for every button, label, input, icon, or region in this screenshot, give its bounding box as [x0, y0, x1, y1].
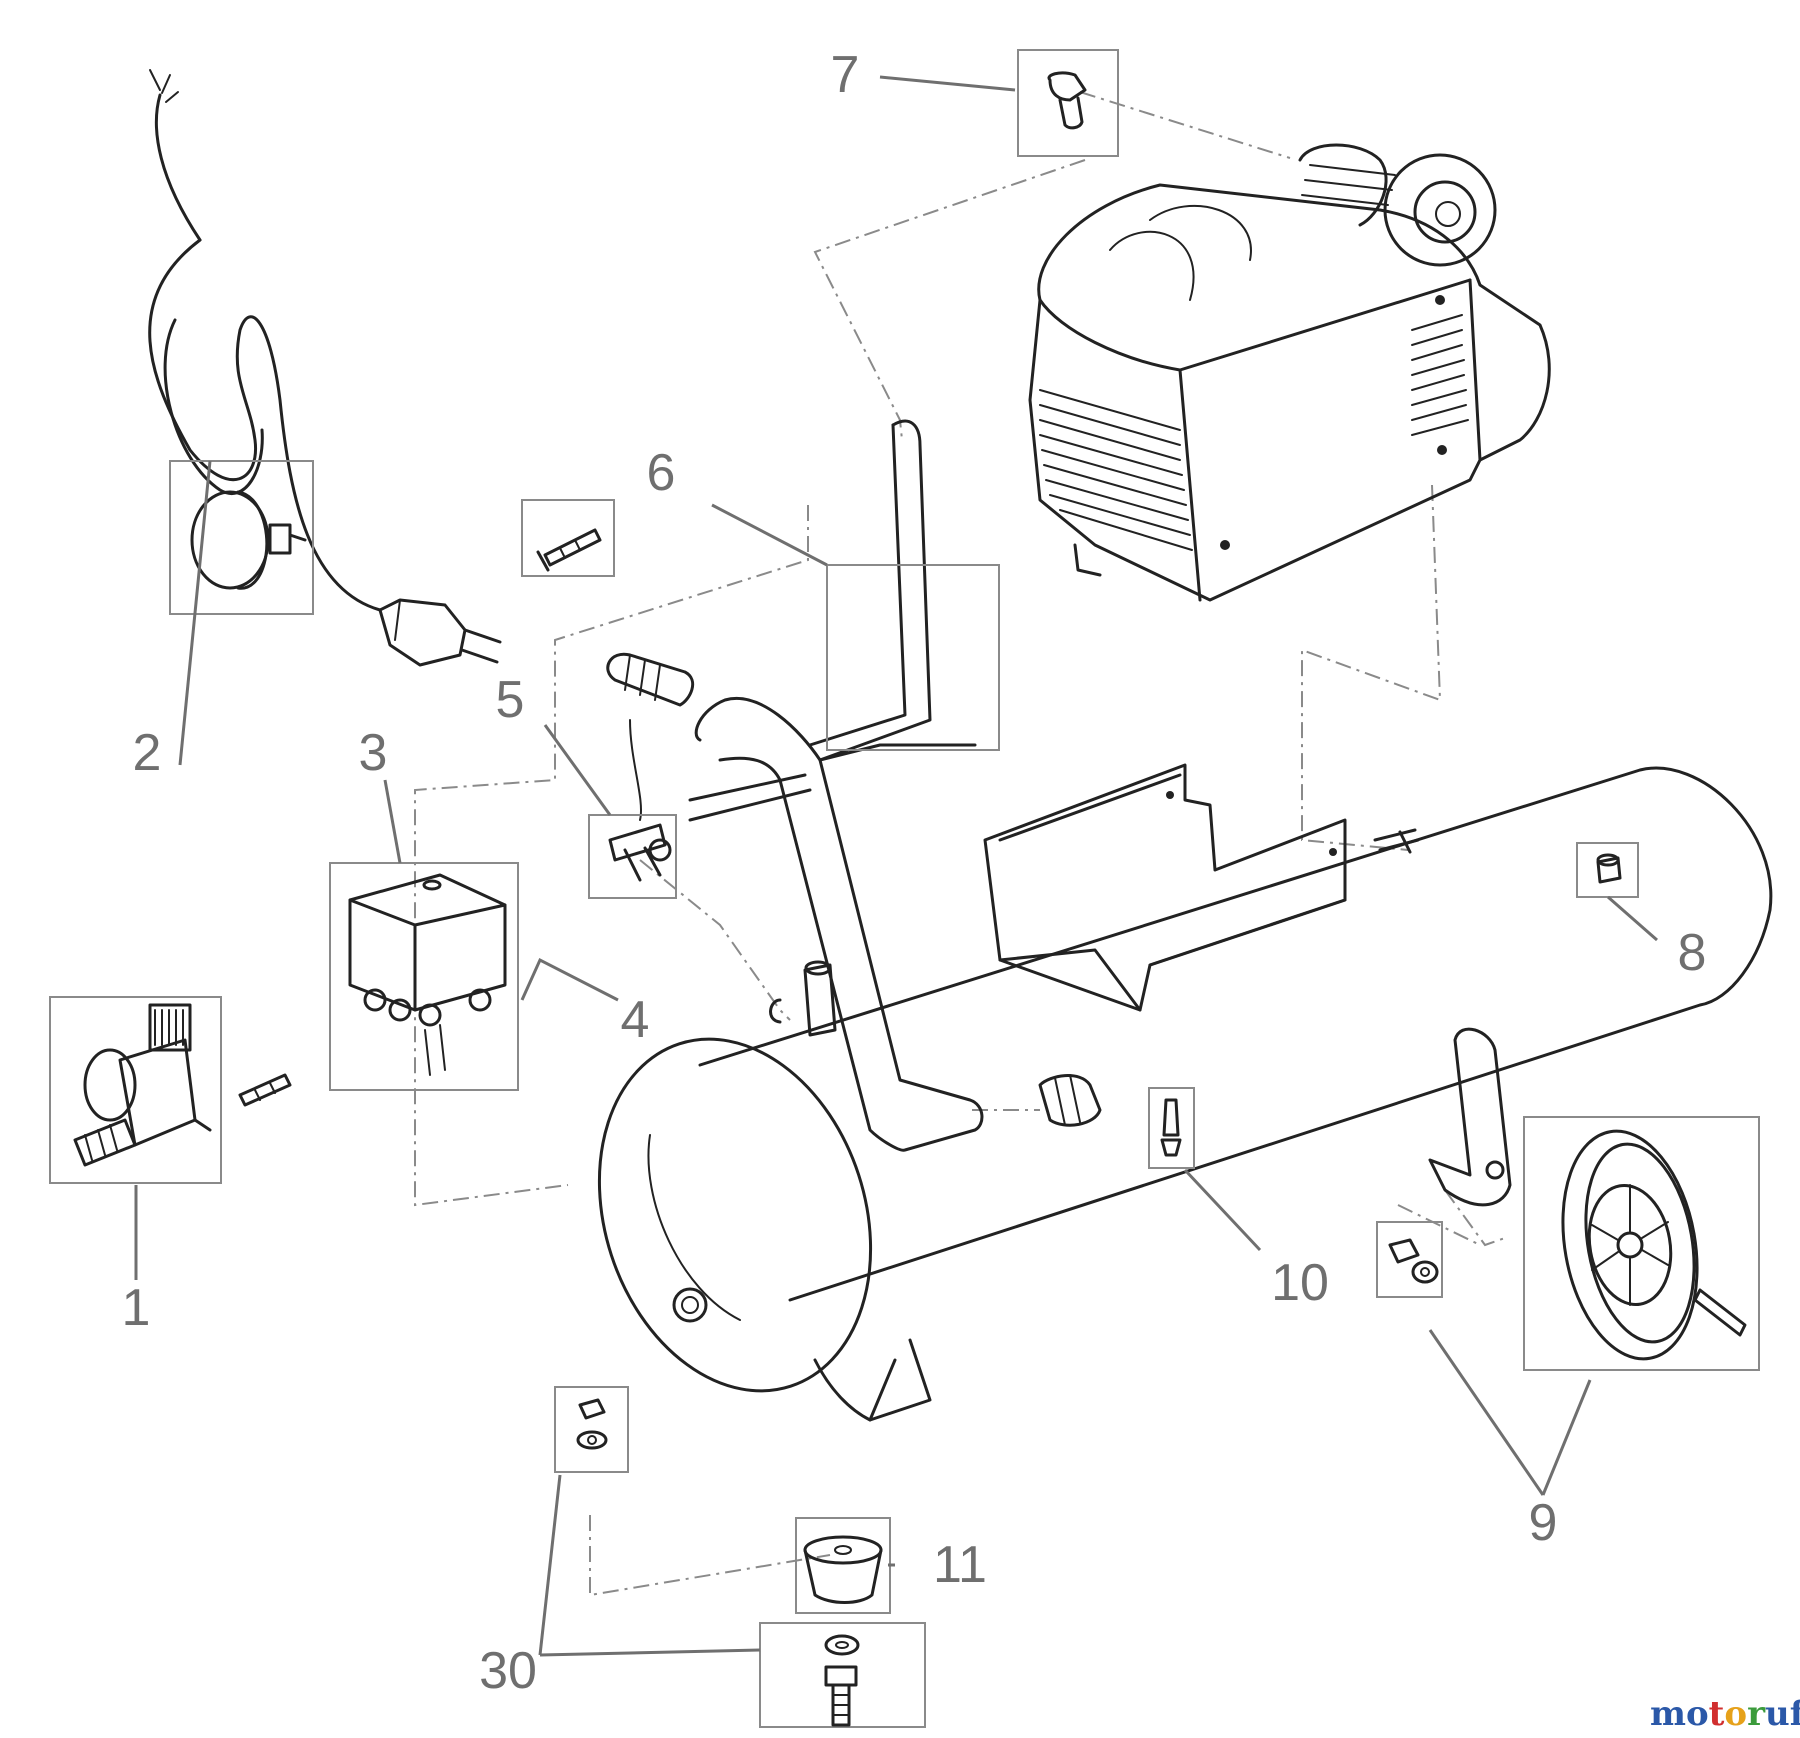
part-box-2	[169, 460, 314, 615]
label-part-11: 11	[933, 1536, 987, 1594]
label-part-30: 30	[479, 1642, 537, 1700]
label-part-2: 2	[133, 724, 162, 782]
label-part-5: 5	[496, 671, 525, 729]
part-box-30-top	[554, 1386, 629, 1473]
part-box-9-wheel	[1523, 1116, 1760, 1371]
nut-washer-9	[1388, 1238, 1439, 1284]
part-box-4	[521, 499, 615, 577]
air-tank	[597, 766, 1773, 1422]
part-box-30-bottom	[759, 1622, 926, 1728]
bolt-washer-30	[824, 1634, 860, 1727]
pressure-switch-3	[348, 873, 507, 1076]
elbow-fitting-7	[1047, 71, 1087, 130]
motoruf-watermark-logo: motoruf.de	[1650, 1694, 1800, 1734]
part-box-8	[1576, 842, 1639, 898]
label-part-4: 4	[621, 991, 650, 1049]
spring-fitting	[606, 652, 695, 821]
valve-nipple-4	[536, 528, 602, 572]
motor-bracket	[983, 763, 1347, 1012]
part-box-3	[329, 862, 519, 1091]
fitting-small	[238, 1073, 292, 1107]
wheel-9	[1561, 1129, 1747, 1361]
pipe-part-6	[808, 419, 932, 762]
part-box-10	[1148, 1087, 1195, 1169]
svg-text:motoruf.de: motoruf.de	[1650, 1694, 1800, 1734]
drain-plug-8	[1596, 853, 1622, 884]
part-box-9-nuts	[1376, 1221, 1443, 1298]
motor-pump-unit	[1028, 143, 1551, 602]
label-part-9: 9	[1529, 1494, 1558, 1552]
assembly-lines	[414, 91, 1506, 1597]
part-box-6	[826, 564, 1000, 751]
label-part-7: 7	[831, 46, 860, 104]
power-cord	[148, 69, 502, 667]
label-part-10: 10	[1271, 1254, 1329, 1312]
label-part-3: 3	[359, 724, 388, 782]
label-part-1: 1	[122, 1279, 151, 1337]
pressure-gauge-2	[190, 490, 307, 590]
tank-fittings	[769, 828, 1420, 1127]
wheel-bracket	[1428, 1027, 1512, 1207]
part-box-5	[588, 814, 677, 899]
handle-pipe	[688, 697, 984, 1152]
rubber-foot-11	[803, 1535, 883, 1604]
label-part-8: 8	[1678, 924, 1707, 982]
cooling-fins	[1039, 314, 1469, 551]
leader-lines	[134, 75, 1658, 1657]
drain-valve-10	[1160, 1098, 1182, 1157]
nut-washer-30	[576, 1398, 608, 1450]
part-box-1	[49, 996, 222, 1184]
label-part-6: 6	[647, 444, 676, 502]
pressure-regulator-1	[73, 1003, 212, 1167]
part-box-11	[795, 1517, 891, 1614]
part-box-7	[1017, 49, 1119, 157]
valve-part-5	[608, 823, 672, 882]
